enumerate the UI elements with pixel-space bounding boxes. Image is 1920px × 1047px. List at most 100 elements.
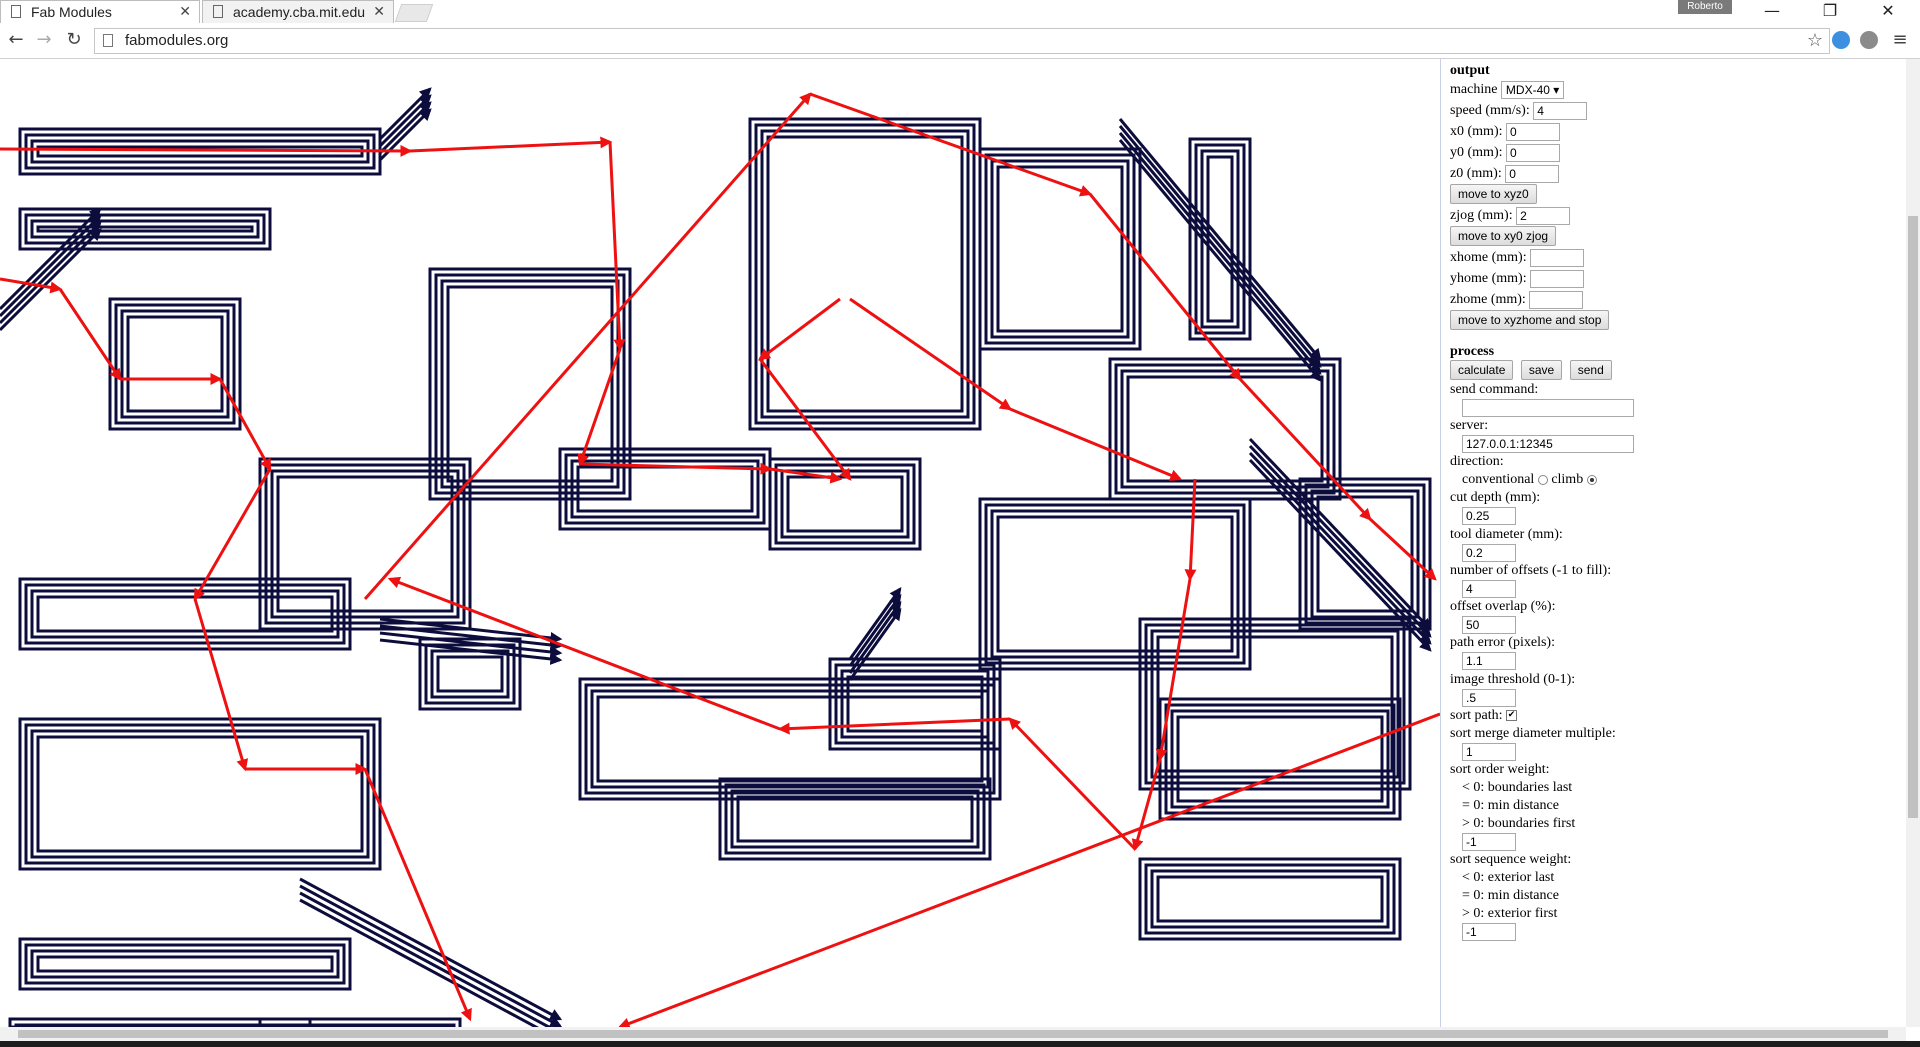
toolpath-offset: [18, 577, 352, 651]
tab-close-icon[interactable]: ✕: [179, 3, 191, 19]
move-xyzhome-button[interactable]: move to xyzhome and stop: [1450, 310, 1610, 330]
toolpath-offset: [36, 225, 254, 233]
toolpath-offset: [996, 515, 1234, 653]
y0-input[interactable]: 0: [1506, 143, 1560, 162]
toolpath-offset: [1118, 118, 1322, 361]
restore-icon[interactable]: ❐: [1822, 1, 1838, 20]
merge-input[interactable]: 1: [1462, 742, 1516, 761]
y0-label: y0 (mm):: [1450, 145, 1503, 160]
travel-move: [617, 712, 1440, 1027]
machine-value: MDX-40: [1505, 82, 1550, 97]
tab-fab-modules[interactable]: Fab Modules ✕: [0, 0, 200, 23]
reload-icon[interactable]: ↻: [66, 29, 82, 50]
calculate-button[interactable]: calculate: [1450, 360, 1514, 380]
toolpath-offset: [1144, 863, 1396, 935]
toolpath-offset: [258, 457, 472, 631]
sort-path-checkbox[interactable]: ✔: [1506, 710, 1517, 722]
toolpath-offset: [570, 459, 760, 519]
travel-move: [0, 144, 413, 157]
toolpath-offset: [774, 463, 916, 545]
offsets-input[interactable]: 4: [1462, 579, 1516, 598]
vertical-scroll-thumb[interactable]: [1908, 216, 1918, 818]
travel-paths: [0, 92, 1440, 1027]
travel-move: [409, 136, 613, 153]
close-window-icon[interactable]: ✕: [1881, 1, 1895, 20]
cloud-extension-icon[interactable]: [1832, 31, 1850, 49]
toolpath-offset: [730, 789, 980, 849]
order-weight-input[interactable]: -1: [1462, 832, 1516, 851]
travel-move: [809, 92, 1093, 197]
save-button[interactable]: save: [1520, 360, 1563, 380]
order-hint-min: = 0: min distance: [1462, 797, 1559, 813]
new-tab-button[interactable]: [394, 4, 434, 22]
server-input[interactable]: 127.0.0.1:12345: [1462, 435, 1634, 454]
skype-extension-icon[interactable]: [1860, 31, 1878, 49]
toolpath-offset: [1310, 489, 1420, 619]
climb-label: climb: [1551, 472, 1584, 488]
tab-title: academy.cba.mit.edu: [233, 4, 366, 20]
toolpath-offset: [379, 631, 563, 658]
toolpath-offset: [1248, 451, 1432, 645]
speed-input[interactable]: 4: [1533, 101, 1588, 120]
travel-move: [0, 277, 63, 294]
move-xy0-zjog-button[interactable]: move to xy0 zjog: [1450, 226, 1557, 246]
menu-icon[interactable]: ≡: [1892, 29, 1908, 50]
offsets-label: number of offsets (-1 to fill):: [1450, 562, 1612, 578]
toolpath-offset: [0, 221, 102, 325]
travel-move: [1368, 517, 1437, 581]
zjog-input[interactable]: 2: [1516, 206, 1571, 225]
forward-icon[interactable]: →: [36, 29, 52, 50]
climb-radio[interactable]: [1586, 475, 1597, 486]
machine-select[interactable]: MDX-40 ▾: [1500, 80, 1565, 99]
conventional-label: conventional: [1462, 472, 1535, 488]
bookmark-star-icon[interactable]: ☆: [1806, 30, 1823, 51]
toolpath-offset: [1144, 623, 1406, 785]
overlap-input[interactable]: 50: [1462, 616, 1516, 635]
zhome-input[interactable]: [1529, 290, 1584, 309]
tab-close-icon[interactable]: ✕: [373, 3, 385, 19]
toolpath-offset: [978, 497, 1252, 671]
travel-move: [579, 462, 773, 475]
profile-button[interactable]: Roberto: [1678, 0, 1732, 14]
back-icon[interactable]: ←: [8, 29, 24, 50]
toolpath-svg: [0, 87, 1440, 1027]
toolpath-offset: [378, 87, 432, 141]
z0-input[interactable]: 0: [1505, 164, 1560, 183]
toolpath-offset: [378, 108, 432, 162]
toolpath-offset: [24, 583, 346, 645]
yhome-input[interactable]: [1530, 269, 1585, 288]
conventional-radio[interactable]: [1537, 475, 1548, 486]
send-button[interactable]: send: [1569, 360, 1612, 380]
tab-academy[interactable]: academy.cba.mit.edu ✕: [202, 0, 394, 23]
toolpath-offset: [848, 587, 902, 660]
tab-title: Fab Modules: [31, 4, 112, 20]
toolpath-offset: [724, 783, 986, 855]
toolpath-offset: [1248, 437, 1432, 631]
toolpath-offset: [36, 735, 364, 853]
sequence-weight-input[interactable]: -1: [1462, 923, 1516, 942]
threshold-input[interactable]: .5: [1462, 688, 1516, 707]
sequence-hint-last: < 0: exterior last: [1462, 870, 1555, 886]
toolpath-canvas[interactable]: [0, 59, 1440, 1027]
toolpath-offset: [299, 884, 563, 1027]
move-xyz0-button[interactable]: move to xyz0: [1450, 184, 1537, 204]
path-error-input[interactable]: 1.1: [1462, 652, 1516, 671]
travel-move: [218, 378, 272, 472]
send-command-input[interactable]: [1462, 399, 1634, 417]
toolpath-offset: [848, 608, 902, 681]
tool-diameter-input[interactable]: 0.2: [1462, 543, 1516, 562]
toolpath-offset: [264, 463, 466, 625]
toolpath-offset: [18, 717, 382, 871]
toolpath-offset: [378, 94, 432, 148]
horizontal-scroll-thumb[interactable]: [18, 1030, 1888, 1038]
server-label: server:: [1450, 418, 1489, 434]
x0-label: x0 (mm):: [1450, 124, 1503, 139]
address-bar[interactable]: fabmodules.org ☆: [94, 28, 1830, 54]
toolpath-offset: [30, 589, 340, 639]
cut-depth-input[interactable]: 0.25: [1462, 507, 1516, 526]
toolpath-offset: [996, 165, 1124, 333]
xhome-input[interactable]: [1530, 248, 1585, 267]
minimize-icon[interactable]: —: [1764, 1, 1780, 20]
x0-input[interactable]: 0: [1506, 122, 1560, 141]
toolpath-offset: [1298, 477, 1432, 631]
